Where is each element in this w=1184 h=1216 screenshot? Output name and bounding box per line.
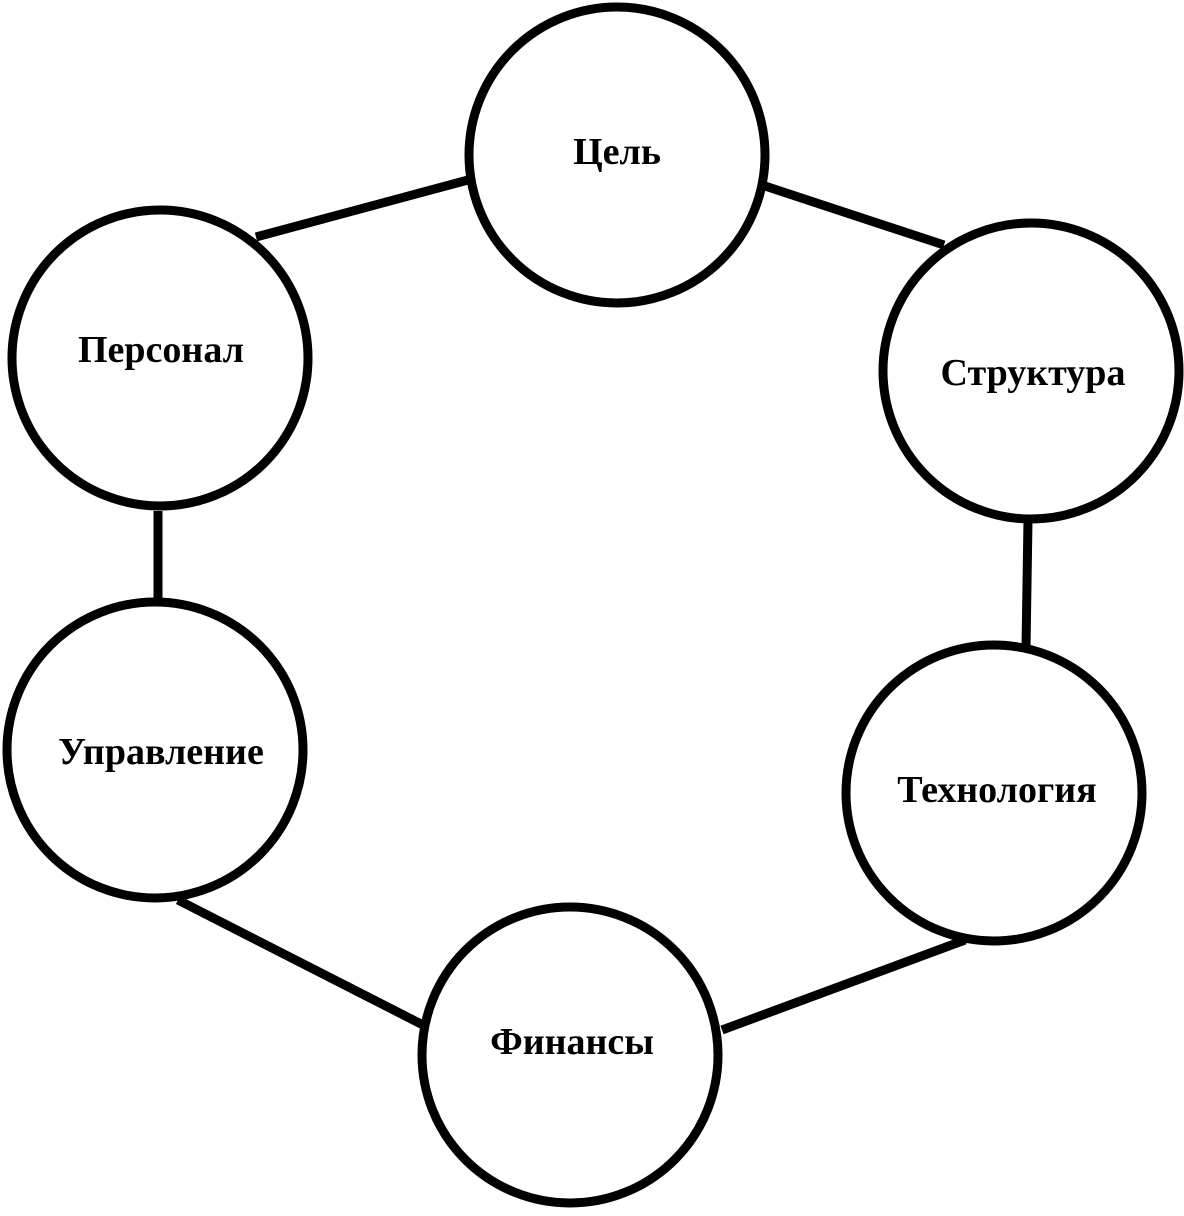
node-personnel-circle [7,205,313,511]
connector-technology-finance [720,935,967,1035]
connector-goal-structure [763,181,946,250]
node-technology-label: Технология [897,769,1096,811]
node-technology: Технология [841,640,1147,946]
node-structure: Структура [878,218,1184,524]
node-goal-circle [464,2,770,308]
connector-structure-technology [1021,519,1033,649]
connector-finance-management [175,895,426,1030]
node-structure-label: Структура [941,352,1126,394]
node-structure-circle [878,218,1184,524]
node-technology-circle [841,640,1147,946]
node-personnel-label: Персонал [78,329,244,371]
connector-personnel-goal [254,175,470,242]
node-goal: Цель [464,2,770,308]
node-management-label: Управление [58,731,264,773]
node-finance-label: Финансы [490,1021,654,1063]
connectors [153,175,1033,1035]
node-personnel: Персонал [7,205,313,511]
node-finance: Финансы [417,902,723,1208]
node-finance-circle [417,902,723,1208]
node-management-circle [2,597,308,903]
node-goal-label: Цель [573,131,661,173]
node-management: Управление [2,597,308,903]
